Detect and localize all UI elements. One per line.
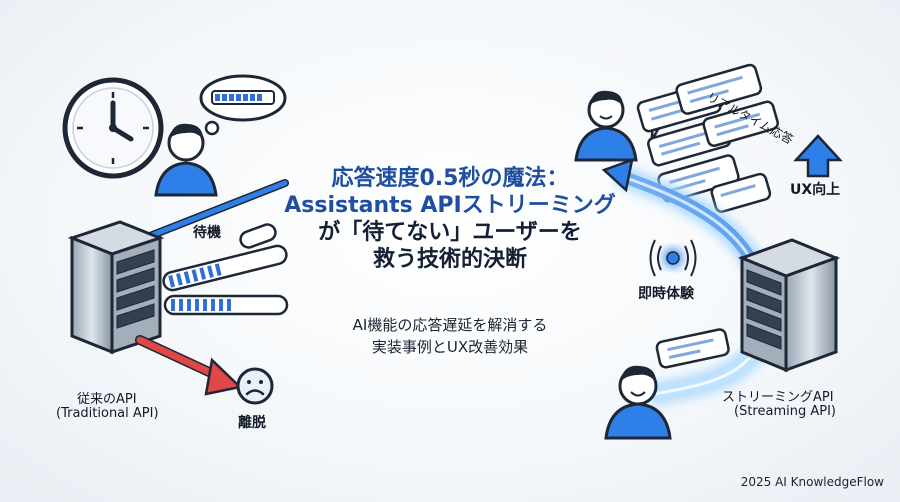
subtitle: AI機能の応答遅延を解消する 実装事例とUX改善効果 [300,314,600,358]
red-arrow [135,335,243,396]
subtitle-line-2: 実装事例とUX改善効果 [371,338,529,356]
clock-icon [62,77,164,179]
user-avatar-icon [604,365,672,440]
chat-bubble-icon [636,63,779,369]
progress-bar-3 [163,294,289,316]
title-line-2: Assistants APIストリーミング [284,193,616,218]
traditional-api-label: 従来のAPI [77,392,137,407]
ux-label: UX向上 [790,182,841,198]
progress-bar-1 [239,223,277,249]
credit-text: 2025 AI KnowledgeFlow [740,475,884,489]
title-line-4: 救う技術的決断 [372,247,527,272]
progress-bar-2 [162,244,288,292]
server-icon [737,238,841,373]
signal-icon [649,239,697,277]
sad-face-icon [236,367,274,405]
up-arrow-icon [793,134,843,178]
user-avatar-icon [154,123,218,197]
waiting-label: 待機 [193,225,221,241]
streaming-api-label-en: (Streaming API) [734,404,836,419]
user-avatar-icon [574,90,638,162]
server-icon [67,220,165,355]
instant-label: 即時体験 [638,286,694,302]
thought-bubble-icon [195,74,287,146]
traditional-api-label-en: (Traditional API) [56,406,159,421]
streaming-api-label: ストリーミングAPI [722,390,834,405]
subtitle-line-1: AI機能の応答遅延を解消する [352,316,548,334]
churn-label: 離脱 [238,415,266,431]
page-title: 応答速度0.5秒の魔法： Assistants APIストリーミング が「待てな… [230,165,670,273]
title-line-3: が「待てない」ユーザーを [318,220,582,245]
title-line-1: 応答速度0.5秒の魔法： [331,166,569,191]
